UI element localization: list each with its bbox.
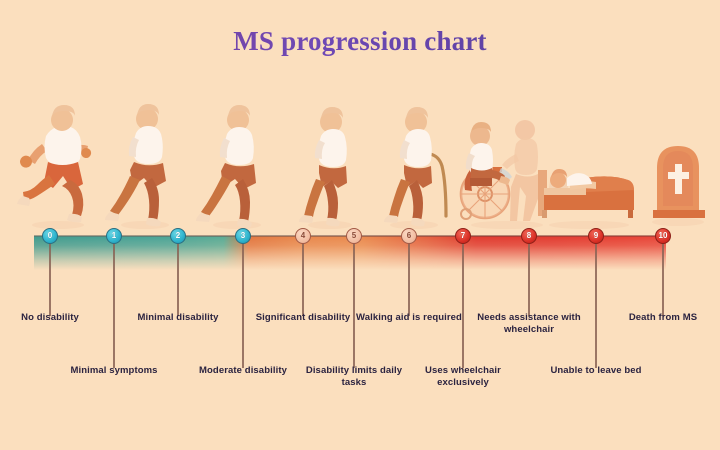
stage-node-1[interactable]: 1 bbox=[106, 228, 122, 244]
stage-label-9: Unable to leave bed bbox=[550, 365, 642, 376]
stooped-person-icon bbox=[285, 92, 375, 232]
stage-stem bbox=[528, 242, 530, 316]
stage-node-5[interactable]: 5 bbox=[346, 228, 362, 244]
stage-stem bbox=[408, 242, 410, 316]
stage-node-0[interactable]: 0 bbox=[42, 228, 58, 244]
stage-stem bbox=[49, 242, 51, 316]
running-person-icon bbox=[12, 92, 102, 232]
walking-person-icon bbox=[100, 92, 190, 232]
stage-label-8: Needs assistance with wheelchair bbox=[477, 312, 581, 335]
gravestone-icon bbox=[645, 92, 720, 232]
stage-label-1: Minimal symptoms bbox=[70, 365, 158, 376]
stage-label-10: Death from MS bbox=[628, 312, 698, 323]
stage-node-2[interactable]: 2 bbox=[170, 228, 186, 244]
stage-label-3: Moderate disability bbox=[199, 365, 287, 376]
stage-stem bbox=[462, 242, 464, 368]
stage-stem bbox=[353, 242, 355, 368]
page-title: MS progression chart bbox=[0, 26, 720, 57]
stage-label-4: Significant disability bbox=[255, 312, 351, 323]
stage-label-6: Walking aid is required bbox=[356, 312, 462, 323]
wheelchair-icon bbox=[452, 92, 562, 232]
stage-stem bbox=[113, 242, 115, 368]
stage-node-4[interactable]: 4 bbox=[295, 228, 311, 244]
stage-label-0: No disability bbox=[21, 312, 79, 323]
stage-stem bbox=[177, 242, 179, 316]
stage-label-5: Disability limits daily tasks bbox=[305, 365, 403, 388]
walking-person-icon bbox=[192, 92, 282, 232]
progression-timeline: 0 1 2 3 4 5 6 7 8 9 10 bbox=[0, 228, 720, 368]
stage-stem bbox=[662, 242, 664, 316]
stage-label-7: Uses wheelchair exclusively bbox=[425, 365, 501, 388]
illustration-band bbox=[0, 92, 720, 232]
stage-node-6[interactable]: 6 bbox=[401, 228, 417, 244]
stage-node-3[interactable]: 3 bbox=[235, 228, 251, 244]
stage-stem bbox=[595, 242, 597, 368]
cane-person-icon bbox=[372, 92, 462, 232]
stage-node-7[interactable]: 7 bbox=[455, 228, 471, 244]
stage-stem bbox=[302, 242, 304, 316]
stage-node-9[interactable]: 9 bbox=[588, 228, 604, 244]
stage-label-2: Minimal disability bbox=[137, 312, 219, 323]
stage-node-10[interactable]: 10 bbox=[655, 228, 671, 244]
stage-stem bbox=[242, 242, 244, 368]
bed-icon bbox=[534, 92, 644, 232]
stage-node-8[interactable]: 8 bbox=[521, 228, 537, 244]
